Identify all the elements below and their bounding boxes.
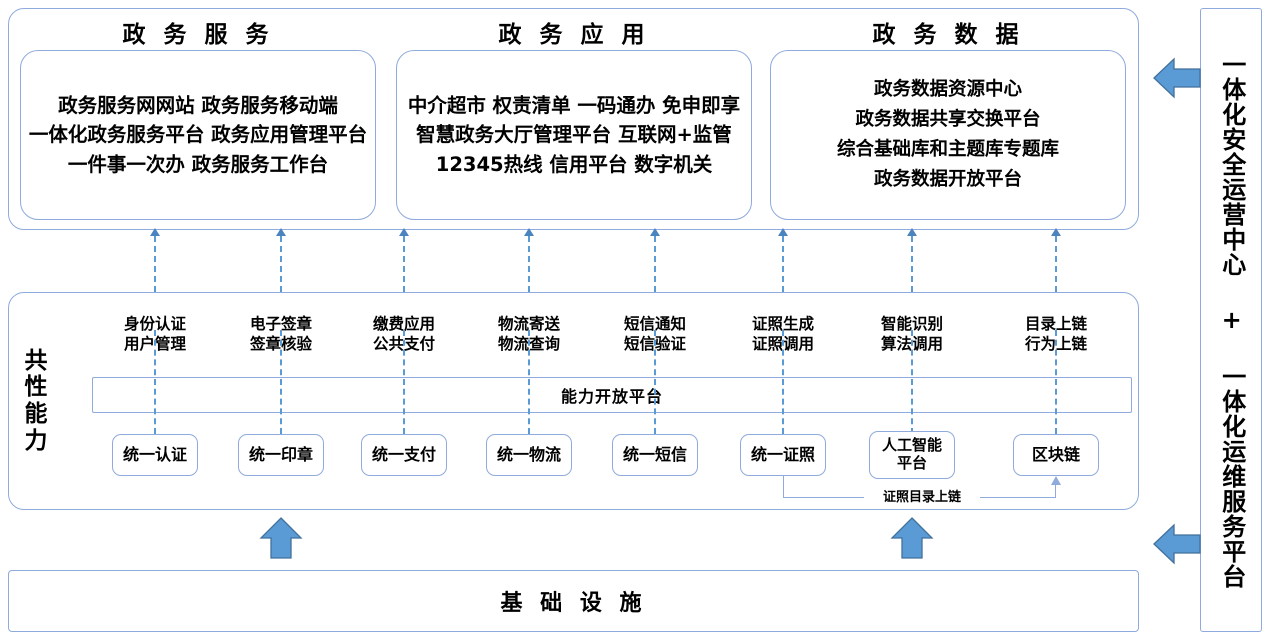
application-line-3: 12345热线 信用平台 数字机关 bbox=[435, 152, 713, 176]
cap-5-line-0: 证照生成 bbox=[751, 315, 814, 333]
arrow-up-icon bbox=[890, 516, 934, 560]
arrow-up-icon bbox=[259, 516, 303, 560]
service-line-1: 政务服务网网站 政务服务移动端 bbox=[58, 93, 338, 117]
application-line-2: 智慧政务大厅管理平台 互联网+监管 bbox=[416, 123, 732, 147]
sidebar-label: 一体化安全运营中心 + 一体化运维服务平台 bbox=[1200, 8, 1262, 632]
arrow-up-dashed-icon bbox=[907, 228, 917, 236]
chip-unified-auth[interactable]: 统一认证 bbox=[112, 434, 198, 476]
sidebar-label-text: 一体化安全运营中心 + 一体化运维服务平台 bbox=[1217, 51, 1246, 589]
chip-ai-platform[interactable]: 人工智能 平台 bbox=[869, 431, 955, 479]
capability-title-identity: 身份认证 用户管理 bbox=[90, 314, 220, 355]
chip-unified-payment[interactable]: 统一支付 bbox=[361, 434, 447, 476]
capability-dash-2 bbox=[280, 330, 282, 434]
chip-unified-logistics[interactable]: 统一物流 bbox=[486, 434, 572, 476]
arrow-up-dashed-icon bbox=[399, 228, 409, 236]
data-line-4: 政务数据开放平台 bbox=[873, 168, 1022, 190]
open-capability-platform-label: 能力开放平台 bbox=[560, 387, 663, 406]
chip-blockchain[interactable]: 区块链 bbox=[1013, 434, 1099, 476]
chip-unified-seal[interactable]: 统一印章 bbox=[238, 434, 324, 476]
arrow-up-dashed-icon bbox=[150, 228, 160, 236]
cap-3-line-0: 物流寄送 bbox=[497, 315, 560, 333]
capability-dash-7 bbox=[911, 330, 913, 434]
arrow-up-dashed-icon bbox=[650, 228, 660, 236]
arrow-left-icon bbox=[1152, 56, 1202, 100]
cap-2-line-0: 缴费应用 bbox=[372, 315, 435, 333]
capability-dash-3 bbox=[403, 330, 405, 434]
service-line-3: 一件事一次办 政务服务工作台 bbox=[67, 152, 329, 176]
panel-government-application[interactable]: 中介超市 权责清单 一码通办 免申即享 智慧政务大厅管理平台 互联网+监管 12… bbox=[396, 50, 752, 220]
capability-dash-6 bbox=[782, 330, 784, 434]
side-label-char-2: 性 bbox=[24, 374, 48, 401]
capability-dash-1 bbox=[154, 330, 156, 434]
arrow-up-icon bbox=[1051, 476, 1061, 485]
capability-dash-4 bbox=[528, 330, 530, 434]
chip-unified-sms[interactable]: 统一短信 bbox=[612, 434, 698, 476]
cap-1-line-0: 电子签章 bbox=[249, 315, 312, 333]
connector-certificate-up bbox=[1055, 484, 1056, 498]
infrastructure-label: 基 础 设 施 bbox=[500, 591, 647, 616]
open-capability-platform-bar[interactable] bbox=[92, 377, 1132, 413]
section-title-government-service: 政 务 服 务 bbox=[122, 22, 274, 48]
dashed-connector-1 bbox=[154, 236, 156, 292]
connector-certificate-label: 证照目录上链 bbox=[864, 486, 980, 505]
chip-ai-platform-line-1: 人工智能 bbox=[881, 436, 942, 455]
section-title-government-application: 政 务 应 用 bbox=[498, 22, 650, 48]
dashed-connector-3 bbox=[403, 236, 405, 292]
section-title-government-data: 政 务 数 据 bbox=[872, 22, 1024, 48]
capability-dash-8 bbox=[1055, 330, 1057, 434]
sidebar-security-ops-panel[interactable] bbox=[1200, 8, 1262, 632]
dashed-connector-2 bbox=[280, 236, 282, 292]
side-label-char-4: 力 bbox=[24, 427, 48, 454]
dashed-connector-4 bbox=[528, 236, 530, 292]
dashed-connector-5 bbox=[654, 236, 656, 292]
chip-ai-platform-line-2: 平台 bbox=[896, 454, 927, 472]
side-label-char-3: 能 bbox=[24, 401, 48, 427]
arrow-up-dashed-icon bbox=[1051, 228, 1061, 236]
capability-layer-side-label: 共 性 能 力 bbox=[14, 318, 58, 484]
panel-government-data[interactable]: 政务数据资源中心 政务数据共享交换平台 综合基础库和主题库专题库 政务数据开放平… bbox=[770, 50, 1126, 220]
cap-4-line-0: 短信通知 bbox=[623, 315, 686, 333]
service-line-2: 一体化政务服务平台 政务应用管理平台 bbox=[28, 123, 368, 147]
cap-6-line-0: 智能识别 bbox=[880, 315, 943, 333]
data-line-1: 政务数据资源中心 bbox=[873, 79, 1022, 101]
application-line-1: 中介超市 权责清单 一码通办 免申即享 bbox=[407, 93, 741, 117]
data-line-2: 政务数据共享交换平台 bbox=[855, 109, 1041, 131]
capability-title-payment: 缴费应用 公共支付 bbox=[339, 314, 469, 355]
data-line-3: 综合基础库和主题库专题库 bbox=[836, 139, 1059, 160]
dashed-connector-7 bbox=[911, 236, 913, 292]
capability-dash-5 bbox=[654, 330, 656, 434]
dashed-connector-6 bbox=[782, 236, 784, 292]
infrastructure-bar[interactable] bbox=[8, 570, 1139, 632]
chip-unified-certificate[interactable]: 统一证照 bbox=[740, 434, 826, 476]
arrow-up-dashed-icon bbox=[276, 228, 286, 236]
arrow-left-icon bbox=[1152, 522, 1202, 566]
arrow-up-dashed-icon bbox=[524, 228, 534, 236]
side-label-char-1: 共 bbox=[24, 347, 48, 374]
cap-0-line-0: 身份认证 bbox=[123, 315, 186, 333]
arrow-up-dashed-icon bbox=[778, 228, 788, 236]
panel-government-service[interactable]: 政务服务网网站 政务服务移动端 一体化政务服务平台 政务应用管理平台 一件事一次… bbox=[20, 50, 376, 220]
connector-certificate-down bbox=[783, 476, 784, 498]
dashed-connector-8 bbox=[1055, 236, 1057, 292]
cap-7-line-0: 目录上链 bbox=[1024, 315, 1087, 333]
